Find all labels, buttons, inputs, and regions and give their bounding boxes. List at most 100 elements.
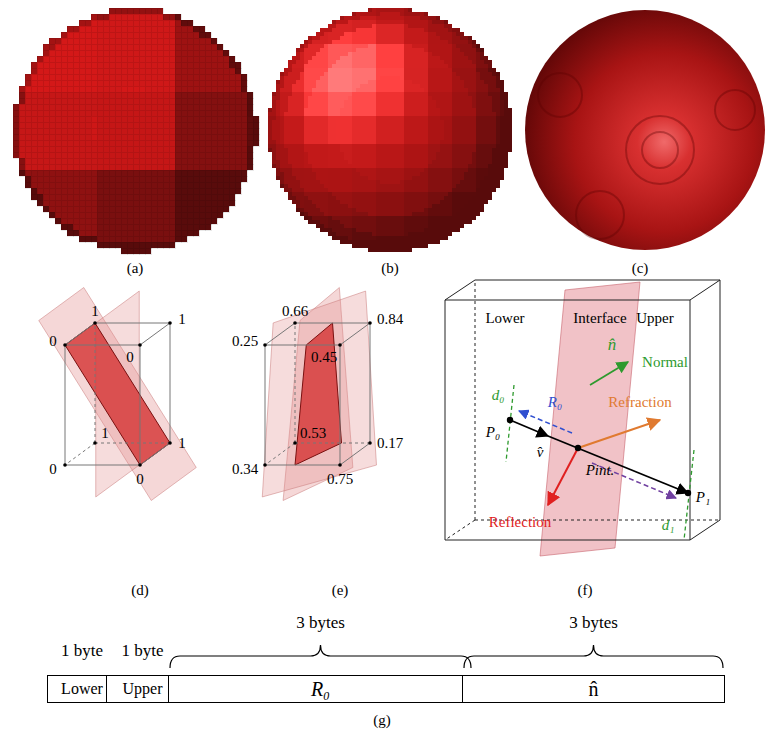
cube-scalar <box>262 288 376 501</box>
reflection-arrow <box>548 448 578 505</box>
cube-edge <box>140 323 170 345</box>
cube-edge <box>340 345 341 465</box>
corner-dot <box>293 321 297 325</box>
refraction-arrow <box>578 420 660 448</box>
corner-value: 0.17 <box>377 435 403 452</box>
hidden-edge <box>65 443 95 465</box>
cube-edge <box>690 300 691 540</box>
corner-value: 0.34 <box>232 461 258 478</box>
annotation-label: Normal <box>642 354 688 371</box>
annotation-label: Refraction <box>608 394 671 411</box>
byte-field: 3 bytesR₀ <box>168 675 473 703</box>
field-name: R₀ <box>169 678 472 700</box>
field-size: 1 byte <box>61 642 103 661</box>
cube-edge <box>340 323 370 345</box>
panel-label: (a) <box>127 260 144 277</box>
cube-edge <box>265 323 295 345</box>
cube-edge <box>445 300 690 301</box>
corner-dot <box>138 463 142 467</box>
cube-edge <box>170 323 171 443</box>
field-size: 1 byte <box>121 642 163 661</box>
corner-dot <box>168 441 172 445</box>
cube-edge <box>475 280 720 281</box>
corner-value: 1 <box>178 435 186 452</box>
hidden-edge <box>295 323 296 443</box>
corner-value: 1 <box>101 425 109 442</box>
cube-edge <box>445 540 690 541</box>
offset-line <box>684 450 694 540</box>
cube-edge <box>445 280 475 300</box>
annotation-label: P₁ <box>696 489 710 506</box>
ray-segment <box>519 411 572 433</box>
ray-point <box>685 490 691 496</box>
cube-edge <box>370 323 371 443</box>
cube-edge <box>65 345 66 465</box>
annotation-label: n̂ <box>608 336 617 355</box>
field-size: 3 bytes <box>569 614 618 633</box>
cube-edge <box>265 345 340 346</box>
corner-value: 0 <box>126 349 134 366</box>
annotation-label: d₀ <box>492 387 505 404</box>
annotation-label: Upper <box>636 310 674 327</box>
corner-value: 0.53 <box>300 425 326 442</box>
cube-edge <box>265 465 340 466</box>
hidden-edge <box>445 520 475 540</box>
cube-edge <box>690 280 720 300</box>
corner-dot <box>63 463 67 467</box>
corner-dot <box>263 343 267 347</box>
hidden-edge <box>95 443 170 444</box>
panel-label: (g) <box>373 712 391 729</box>
corner-value: 0.84 <box>377 311 403 328</box>
corner-value: 0 <box>136 471 144 488</box>
corner-dot <box>63 343 67 347</box>
annotation-label: Reflection <box>489 514 551 531</box>
corner-dot <box>263 463 267 467</box>
interface-cube <box>445 280 720 556</box>
interface-polygon <box>65 323 170 465</box>
cube-edge <box>140 443 170 465</box>
cube-edge <box>65 345 140 346</box>
corner-value: 1 <box>91 303 99 320</box>
annotation-label: Lower <box>485 310 524 327</box>
corner-dot <box>168 321 172 325</box>
byte-braces <box>170 645 723 668</box>
corner-value: 0.66 <box>282 303 308 320</box>
annotation-label: R₀ <box>548 394 562 411</box>
panel-label: (c) <box>632 260 649 277</box>
cube-edge <box>690 520 720 540</box>
iso-plane <box>39 288 197 501</box>
panel-label: (d) <box>131 582 149 599</box>
corner-value: 0.25 <box>232 333 258 350</box>
normal-arrow <box>590 362 628 385</box>
annotation-label: v̂ <box>537 444 544 461</box>
corner-dot <box>93 441 97 445</box>
hidden-edge <box>475 280 476 520</box>
cube-edge <box>95 323 170 324</box>
corner-value: 0 <box>49 461 57 478</box>
corner-dot <box>338 343 342 347</box>
corner-value: 0 <box>49 333 57 350</box>
annotation-label: d₁ <box>662 517 675 534</box>
annotation-label: P₀ <box>486 424 500 441</box>
ray-point <box>507 417 513 423</box>
corner-value: 0.75 <box>327 471 353 488</box>
panel-label: (b) <box>381 260 399 277</box>
cube-edge <box>445 300 446 540</box>
cube-edge <box>65 323 95 345</box>
smooth-sphere <box>525 10 765 250</box>
corner-value: 1 <box>178 311 186 328</box>
corner-dot <box>93 321 97 325</box>
corner-dot <box>293 441 297 445</box>
hidden-edge <box>295 443 370 444</box>
offset-line <box>506 385 514 462</box>
cube-edge <box>720 280 721 520</box>
corner-dot <box>368 321 372 325</box>
hidden-edge <box>265 443 295 465</box>
corner-dot <box>368 441 372 445</box>
brace <box>170 645 471 668</box>
corner-dot <box>338 463 342 467</box>
field-name: n̂ <box>463 678 724 700</box>
corner-dot <box>138 343 142 347</box>
cube-binary <box>39 288 197 501</box>
